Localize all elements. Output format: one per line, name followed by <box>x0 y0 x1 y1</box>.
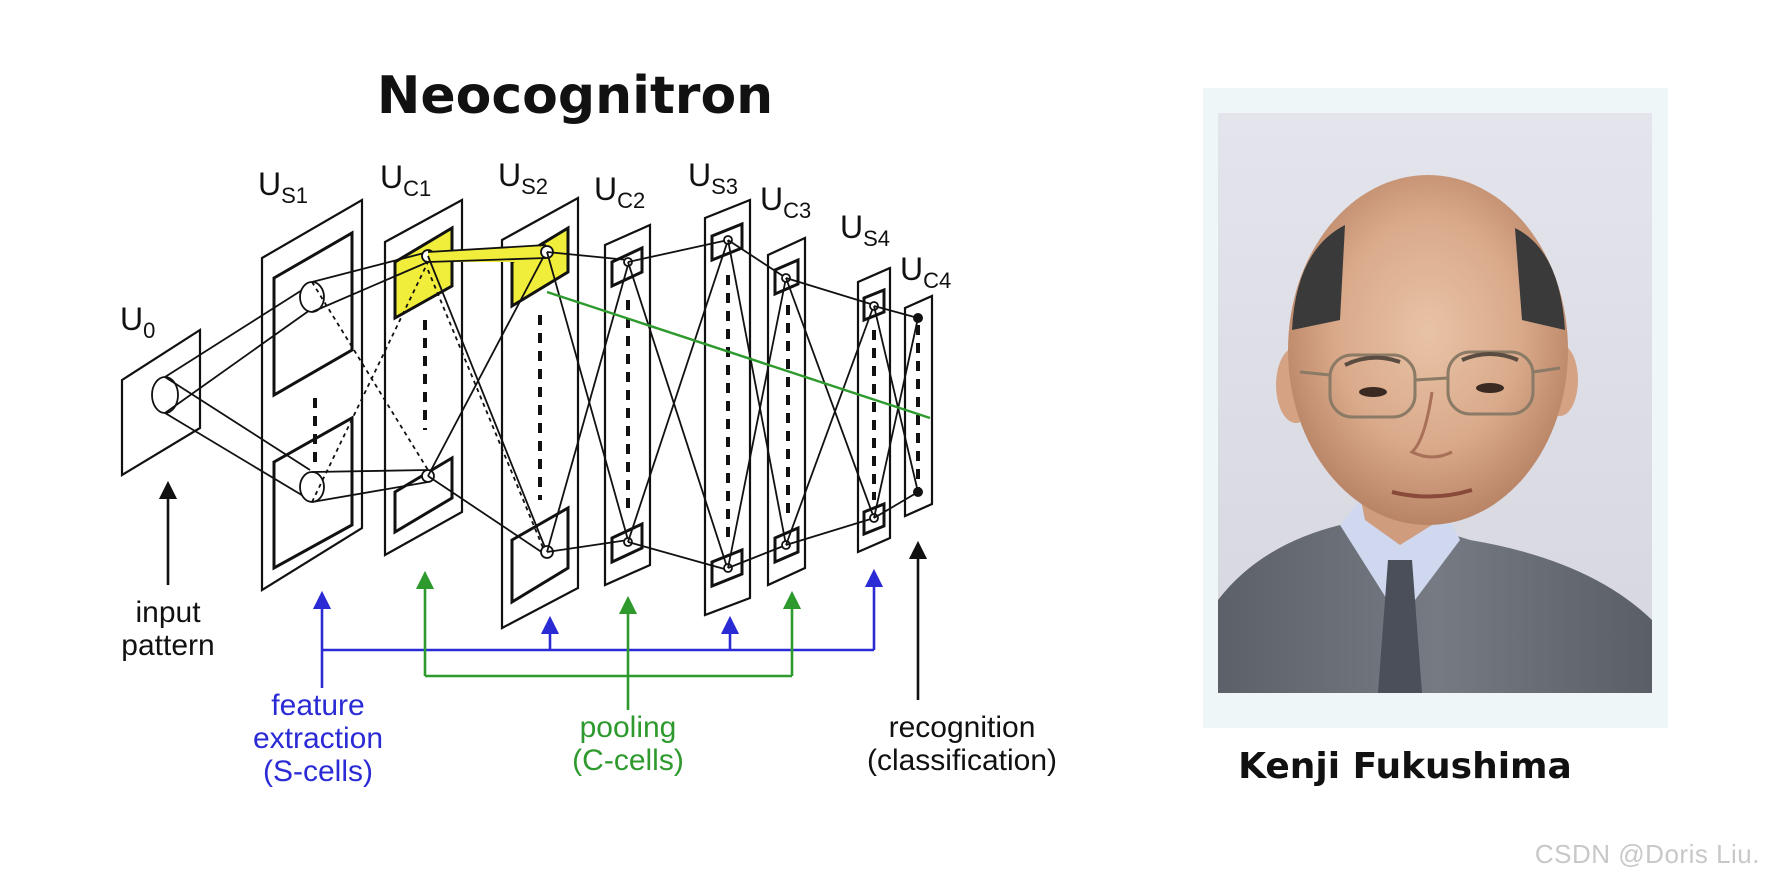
receptive-field-us1-bottom <box>299 471 325 503</box>
label-uc4: UC4 <box>900 251 951 293</box>
watermark: CSDN @Doris Liu. <box>1534 839 1760 869</box>
label-uc2: UC2 <box>594 171 645 213</box>
portrait-caption: Kenji Fukushima <box>1238 746 1572 787</box>
pooling-label-line1: pooling <box>580 711 677 744</box>
feature-label-line3: (S-cells) <box>263 755 373 788</box>
label-uc1: UC1 <box>380 159 431 201</box>
label-us1: US1 <box>258 166 308 208</box>
recognition-label-line1: recognition <box>889 711 1036 744</box>
layer-labels: U0 US1 UC1 US2 UC2 US3 UC3 US4 UC4 <box>120 157 951 343</box>
recognition-label-line2: (classification) <box>867 744 1057 777</box>
face <box>1288 175 1568 525</box>
layer-planes <box>120 196 934 630</box>
feature-label-line2: extraction <box>253 722 383 755</box>
label-us3: US3 <box>688 157 738 199</box>
portrait-photo <box>1203 88 1668 728</box>
feature-extraction-bracket <box>312 568 884 688</box>
feature-label-line1: feature <box>271 689 364 722</box>
uc4-node-top <box>913 313 923 323</box>
label-uc3: UC3 <box>760 181 811 223</box>
suit <box>1218 518 1652 693</box>
subplane-us2-top <box>510 225 570 309</box>
figure-title: Neocognitron <box>377 66 773 126</box>
subplane-uc1-bottom <box>393 455 454 535</box>
pooling-label-line2: (C-cells) <box>572 744 684 777</box>
tie <box>1378 560 1422 693</box>
uc4-node-bottom <box>913 487 923 497</box>
subplane-us1-top <box>272 230 354 398</box>
input-label-line2: pattern <box>121 629 214 662</box>
pooling-bracket <box>415 570 802 710</box>
label-us4: US4 <box>840 209 890 251</box>
connections <box>151 235 919 573</box>
subplane-uc1-top <box>393 225 454 321</box>
green-path-line <box>546 290 931 420</box>
bottom-labels: input pattern feature extraction (S-cell… <box>121 596 1057 788</box>
input-label-line1: input <box>135 596 201 629</box>
ellipsis-dashes <box>313 275 920 540</box>
subplane-us2-bottom <box>510 505 570 605</box>
label-us2: US2 <box>498 157 548 199</box>
label-u0: U0 <box>120 301 155 343</box>
